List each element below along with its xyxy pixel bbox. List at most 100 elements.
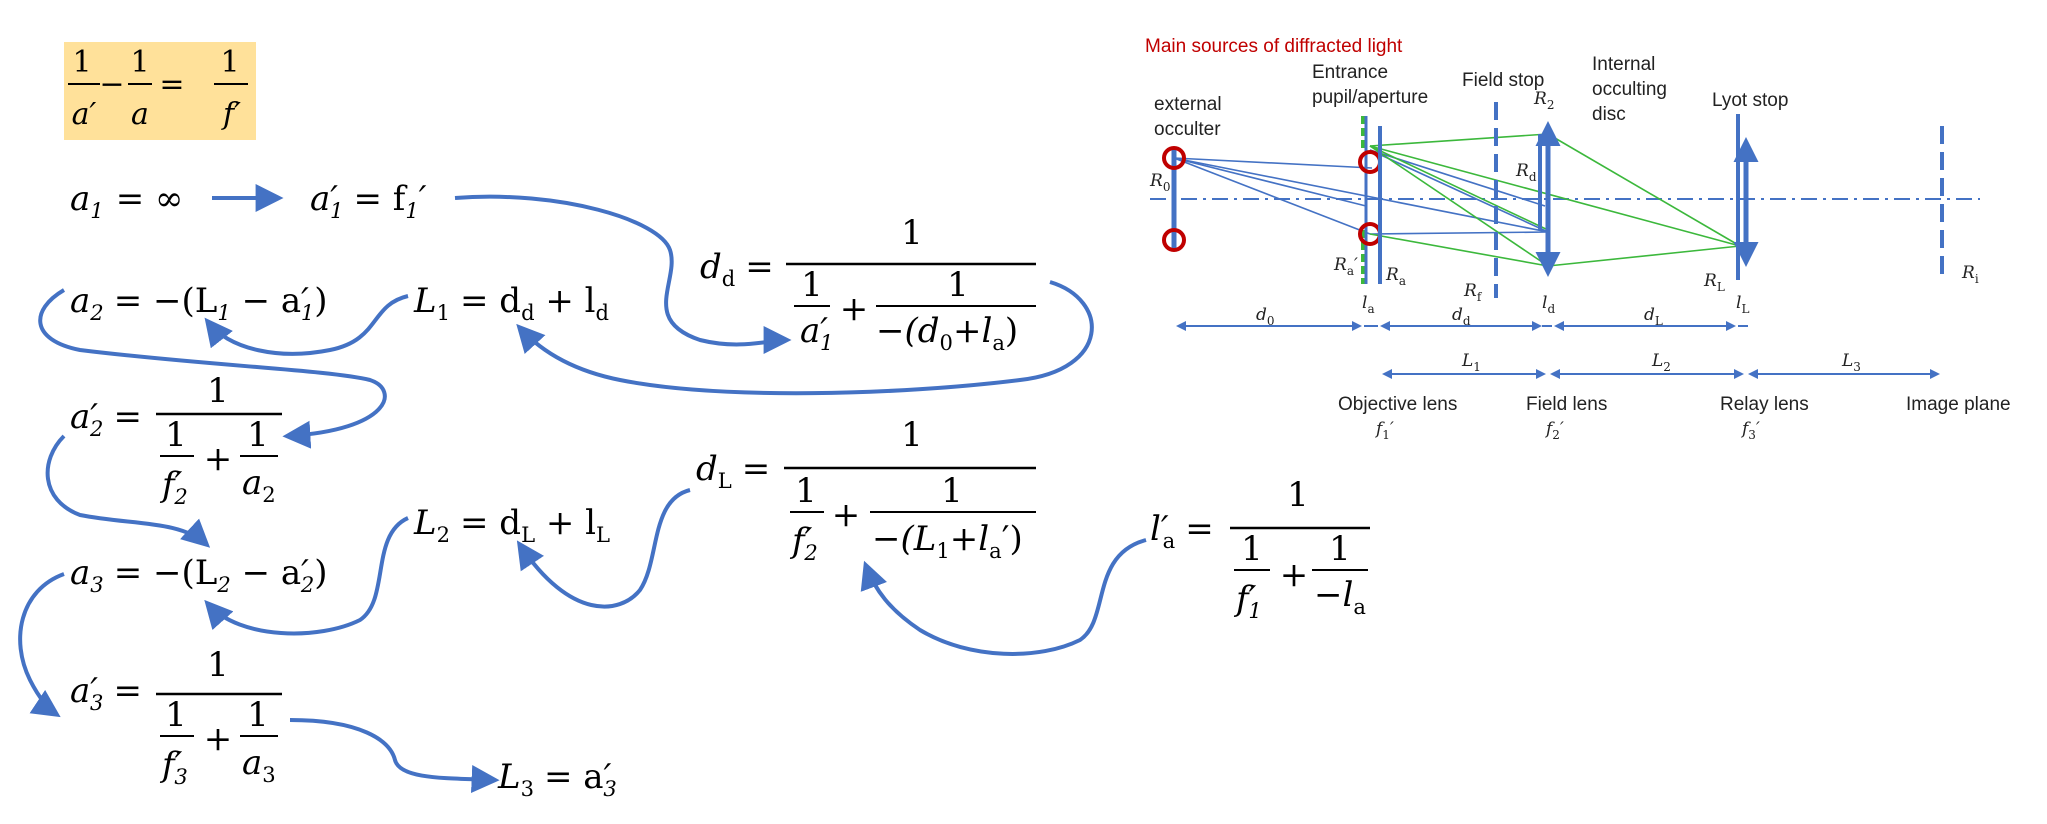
label-objective-lens: Objective lens bbox=[1338, 394, 1457, 415]
equation-a1-prime: a′1= f1′ bbox=[310, 179, 427, 223]
equation-dL: dL= 1 1 f′2 + 1 −(L1+la′) bbox=[696, 415, 1036, 565]
svg-text:1: 1 bbox=[72, 45, 91, 80]
svg-text:1: 1 bbox=[165, 695, 187, 735]
dist-la: la bbox=[1362, 293, 1375, 316]
radius-RL: RL bbox=[1703, 271, 1725, 294]
radius-Rf: Rf bbox=[1463, 281, 1483, 304]
focal-f1: f1′ bbox=[1374, 419, 1394, 442]
flow-arrows bbox=[18, 194, 1147, 793]
svg-text:L1= dd + ld: L1= dd + ld bbox=[413, 281, 609, 325]
svg-text:a2= −(L1 − a′1): a2= −(L1 − a′1) bbox=[70, 281, 328, 325]
dist-d0: d0 bbox=[1256, 305, 1275, 328]
svg-text:1: 1 bbox=[1287, 475, 1309, 515]
lens-formula-highlight bbox=[64, 42, 256, 140]
svg-text:a2: a2 bbox=[242, 463, 276, 507]
lens-formula: 1 a′ − 1 a = 1 f′ bbox=[68, 45, 248, 132]
svg-text:−(L1+la′): −(L1+la′) bbox=[872, 519, 1023, 563]
equation-la-prime: l′a= 1 1 f′1 + 1 −la bbox=[1150, 475, 1370, 623]
svg-text:+: + bbox=[1280, 555, 1309, 595]
equation-a1: a1= ∞ bbox=[70, 179, 183, 223]
equation-L2: L2= dL + lL bbox=[413, 503, 610, 547]
dist-lL: lL bbox=[1736, 293, 1749, 316]
svg-text:1: 1 bbox=[795, 471, 817, 511]
diffraction-source-occulter-top bbox=[1162, 146, 1186, 170]
dist-L3: L3 bbox=[1841, 351, 1861, 374]
arrow-L2-to-a3 bbox=[204, 516, 409, 636]
dist-L1: L1 bbox=[1461, 351, 1481, 374]
arrow-a2-to-a2p bbox=[38, 288, 387, 449]
svg-text:1: 1 bbox=[165, 415, 187, 455]
svg-text:f′2: f′2 bbox=[159, 465, 188, 509]
equation-a2-prime: a′2= 1 1 f′2 + 1 a2 bbox=[70, 371, 282, 509]
diffraction-source-aperture-top bbox=[1358, 150, 1382, 174]
dist-dL: dL bbox=[1644, 305, 1663, 328]
label-field-stop: Field stop bbox=[1462, 70, 1544, 91]
svg-text:a: a bbox=[131, 97, 149, 132]
arrow-a1p-to-dd bbox=[454, 194, 792, 355]
svg-text:+: + bbox=[204, 439, 233, 479]
equation-a3: a3= −(L2 − a′2) bbox=[70, 553, 328, 597]
svg-text:−: − bbox=[99, 67, 124, 102]
svg-text:a′1: a′1 bbox=[800, 311, 833, 355]
radius-Ri: Ri bbox=[1961, 263, 1979, 286]
svg-text:dd=: dd= bbox=[700, 247, 774, 291]
svg-text:−la: −la bbox=[1314, 575, 1366, 619]
svg-text:1: 1 bbox=[1241, 529, 1263, 569]
svg-text:a′: a′ bbox=[72, 97, 97, 132]
optical-layout: Main sources of diffracted light bbox=[1145, 36, 2011, 442]
svg-text:1: 1 bbox=[207, 371, 229, 411]
svg-text:1: 1 bbox=[207, 645, 229, 685]
radius-Rd: Rd bbox=[1515, 161, 1537, 184]
radius-R2: R2 bbox=[1533, 89, 1554, 112]
arrow-la-to-dL bbox=[860, 538, 1147, 656]
svg-text:a′1= f1′: a′1= f1′ bbox=[310, 179, 427, 223]
svg-text:1: 1 bbox=[801, 265, 823, 305]
focal-f2: f2′ bbox=[1544, 419, 1564, 442]
svg-text:a1= ∞: a1= ∞ bbox=[70, 179, 183, 223]
equation-a3-prime: a′3= 1 1 f′3 + 1 a3 bbox=[70, 645, 282, 789]
svg-text:1: 1 bbox=[941, 471, 963, 511]
equation-dd: dd= 1 1 a′1 + 1 −(d0+la) bbox=[700, 213, 1036, 355]
dist-dd: dd bbox=[1452, 305, 1471, 328]
svg-text:1: 1 bbox=[1329, 529, 1351, 569]
svg-text:a3: a3 bbox=[242, 743, 276, 787]
arrow-a3p-to-L3 bbox=[289, 718, 500, 793]
radius-R0: R0 bbox=[1149, 171, 1170, 194]
label-field-lens: Field lens bbox=[1526, 394, 1607, 415]
svg-text:1: 1 bbox=[220, 45, 239, 80]
radius-Ra: Ra bbox=[1385, 265, 1406, 288]
label-relay-lens: Relay lens bbox=[1720, 394, 1809, 415]
label-image-plane: Image plane bbox=[1906, 394, 2011, 415]
svg-text:1: 1 bbox=[901, 415, 923, 455]
svg-text:=: = bbox=[159, 67, 184, 102]
svg-text:1: 1 bbox=[247, 695, 269, 735]
svg-text:L3= a′3: L3= a′3 bbox=[497, 757, 617, 801]
diagram-title: Main sources of diffracted light bbox=[1145, 36, 1403, 57]
svg-text:l′a=: l′a= bbox=[1150, 509, 1214, 553]
svg-text:L2= dL + lL: L2= dL + lL bbox=[413, 503, 610, 547]
dist-L2: L2 bbox=[1651, 351, 1671, 374]
equation-a2: a2= −(L1 − a′1) bbox=[70, 281, 328, 325]
svg-text:1: 1 bbox=[247, 415, 269, 455]
arrow-dd-to-L1 bbox=[516, 280, 1094, 396]
arrow-dL-to-L2 bbox=[516, 488, 691, 609]
svg-text:+: + bbox=[204, 719, 233, 759]
svg-text:dL=: dL= bbox=[696, 449, 770, 493]
svg-text:a′2=: a′2= bbox=[70, 397, 142, 441]
svg-text:1: 1 bbox=[130, 45, 149, 80]
equations-panel: 1 a′ − 1 a = 1 f′ a1= ∞ a′1= f1′ dd= 1 1 bbox=[18, 42, 1370, 801]
svg-text:f′: f′ bbox=[221, 97, 241, 132]
svg-text:+: + bbox=[840, 289, 869, 329]
svg-text:1: 1 bbox=[947, 265, 969, 305]
arrow-a2p-to-a3 bbox=[45, 434, 211, 548]
svg-text:1: 1 bbox=[901, 213, 923, 253]
equation-L1: L1= dd + ld bbox=[413, 281, 609, 325]
arrow-a3-to-a3p bbox=[18, 572, 65, 718]
focal-f3: f3′ bbox=[1740, 419, 1760, 442]
dist-ld: ld bbox=[1542, 293, 1555, 316]
svg-text:+: + bbox=[832, 495, 861, 535]
svg-text:a′3=: a′3= bbox=[70, 671, 142, 715]
